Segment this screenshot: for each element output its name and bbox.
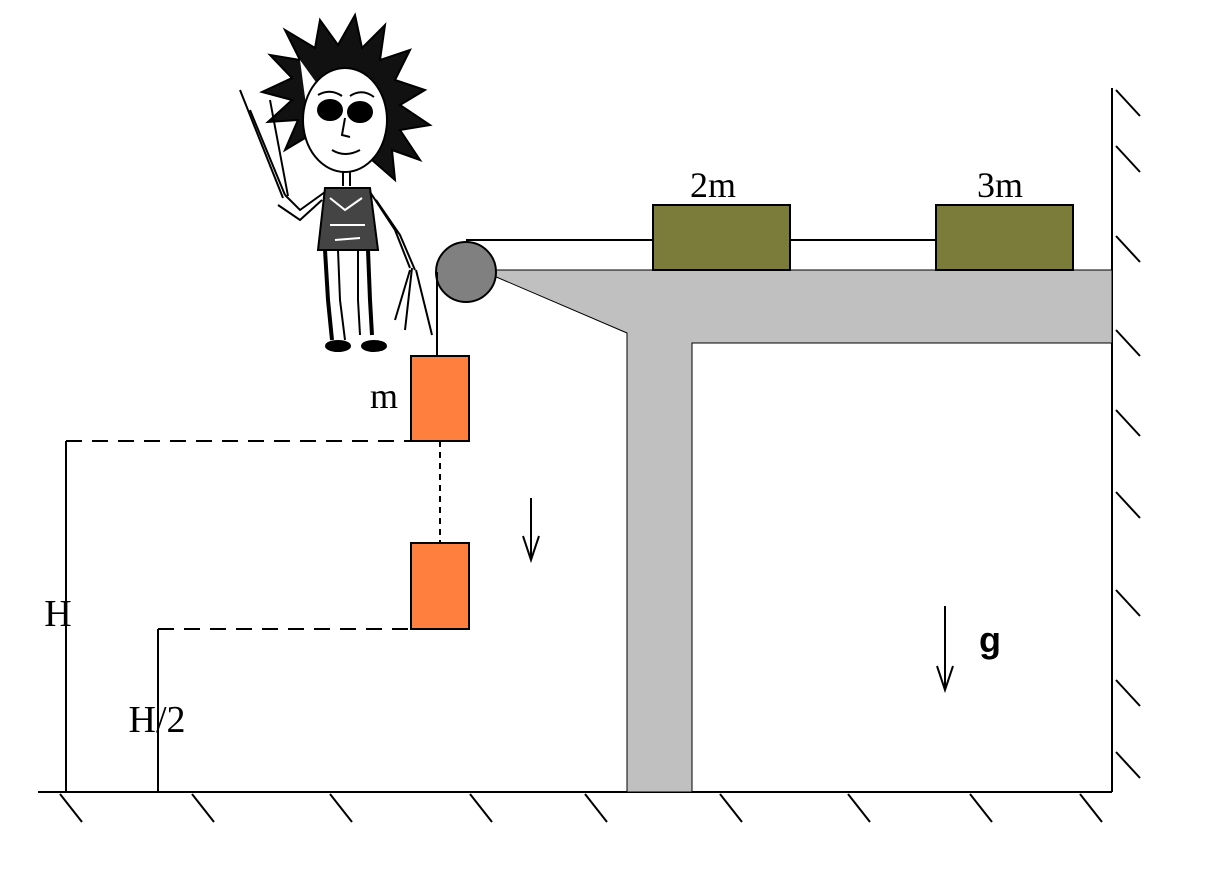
label-m: m (370, 376, 398, 416)
gravity-arrow-icon (936, 606, 954, 694)
right-wall (1111, 88, 1141, 792)
pulley (435, 241, 497, 303)
cartoon-figure-icon (239, 12, 433, 352)
table-top (479, 269, 1113, 793)
label-gravity: g (979, 619, 1001, 660)
label-height-h: H (44, 593, 71, 635)
label-2m: 2m (690, 165, 736, 205)
height-marker-h2 (157, 628, 410, 792)
height-marker-h (65, 440, 410, 792)
ground (38, 791, 1112, 823)
table (479, 269, 1113, 793)
label-3m: 3m (977, 165, 1023, 205)
hanging-block-final (410, 542, 470, 630)
label-height-h2: H/2 (129, 699, 186, 741)
hanging-block-initial (410, 355, 470, 442)
motion-arrow-icon (522, 498, 540, 564)
block-2m (652, 204, 791, 271)
block-3m (935, 204, 1074, 271)
